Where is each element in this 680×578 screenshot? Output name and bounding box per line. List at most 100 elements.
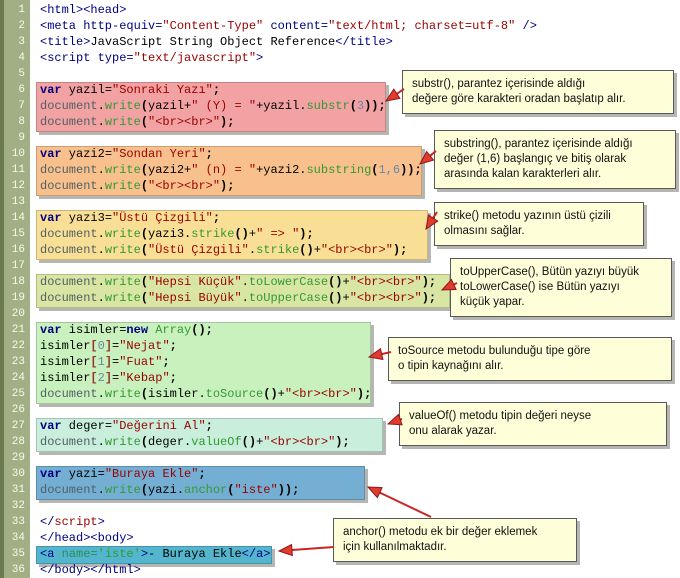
line-number: 14 — [11, 212, 25, 224]
token-plain: yazi3. — [148, 227, 192, 241]
token-str: "<br><br>" — [284, 387, 357, 401]
token-plain: . — [97, 483, 105, 497]
code-text: document.write("Hepsi Büyük".toUpperCase… — [30, 290, 436, 306]
token-plain: . — [248, 243, 257, 257]
token-meth: write — [104, 179, 141, 193]
token-brace: ( — [371, 163, 379, 177]
line-number: 12 — [11, 180, 25, 192]
token-brace: () — [241, 435, 257, 449]
code-text: <title>JavaScript String Object Referenc… — [30, 34, 393, 50]
token-str: "Hepsi Küçük" — [148, 275, 242, 289]
case-box — [36, 274, 450, 308]
token-kw: new — [126, 323, 149, 337]
token-brace: ( — [140, 483, 149, 497]
code-text: <meta http-equiv="Content-Type" content=… — [30, 18, 537, 34]
token-brace: ); — [392, 243, 408, 257]
token-meth: valueOf — [191, 435, 242, 449]
code-line: 29 — [0, 450, 680, 466]
line-number: 17 — [11, 260, 25, 272]
token-brk: ] — [104, 355, 113, 369]
token-tag: <html><head> — [40, 3, 127, 17]
token-plain: +yazil. — [256, 99, 307, 113]
token-plain: + — [248, 227, 257, 241]
token-brace: ); — [421, 275, 437, 289]
callout-anchor: anchor() metodu ek bir değer eklemek içi… — [333, 518, 577, 562]
token-tag: <a — [40, 547, 62, 561]
token-tag: /> — [515, 19, 537, 33]
code-line: 9 — [0, 130, 680, 146]
line-number: 28 — [11, 436, 25, 448]
token-brace: ; — [212, 83, 221, 97]
code-line: 13 — [0, 194, 680, 210]
code-text: <html><head> — [30, 2, 126, 18]
token-plain: . — [97, 387, 105, 401]
code-text: var yazi="Buraya Ekle"; — [30, 466, 206, 482]
line-number: 6 — [18, 84, 25, 96]
code-text: var yazi3="Üstü Çizgili"; — [30, 210, 220, 226]
token-meth: substr — [306, 99, 350, 113]
token-brace: () — [328, 275, 343, 289]
code-text: document.write(yazi2+" (n) = "+yazi2.sub… — [30, 162, 422, 178]
token-plain: yazi2+ — [148, 163, 192, 177]
code-text: document.write("Hepsi Küçük".toLowerCase… — [30, 274, 436, 290]
token-meth: substring — [306, 163, 372, 177]
line-number: 9 — [18, 132, 25, 144]
token-str: "<br><br>" — [148, 179, 221, 193]
token-str: "Nejat" — [119, 339, 170, 353]
token-brace: )); — [277, 483, 300, 497]
token-tag: <title> — [40, 35, 91, 49]
token-brace: ; — [212, 211, 221, 225]
line-number: 20 — [11, 308, 25, 320]
token-str: "Fuat" — [119, 355, 163, 369]
token-plain: +yazi2. — [256, 163, 307, 177]
code-text: document.write("Üstü Çizgili".strike()+"… — [30, 242, 407, 258]
token-str: "text/javascript" — [133, 51, 257, 65]
code-line: 17 — [0, 258, 680, 274]
code-line: 4<script type="text/javascript"> — [0, 50, 680, 66]
code-text: document.write(yazi.anchor("iste")); — [30, 482, 299, 498]
code-text: isimler[2]="Kebap"; — [30, 370, 177, 386]
line-number: 21 — [11, 324, 25, 336]
token-num: 2 — [97, 371, 105, 385]
line-number: 33 — [11, 516, 25, 528]
token-plain: = — [112, 355, 120, 369]
token-meth: anchor — [184, 483, 228, 497]
token-tag: </a> — [241, 547, 271, 561]
token-plain: + — [342, 275, 350, 289]
token-brace: (); — [191, 323, 213, 337]
token-plain: = — [112, 371, 120, 385]
token-meth: strike — [256, 243, 300, 257]
token-num: 0 — [97, 339, 105, 353]
token-brace: () — [299, 243, 314, 257]
token-tag: > — [140, 547, 149, 561]
strike-box — [36, 210, 428, 260]
callout-tosource: toSource metodu bulunduğu tipe göre o ti… — [388, 337, 672, 381]
token-brace: () — [234, 227, 249, 241]
token-brace: ( — [140, 243, 149, 257]
code-text: <a name='iste'>- Buraya Ekle</a> — [30, 546, 270, 562]
token-obj: document — [40, 483, 98, 497]
token-str: "Sonraki Yazı" — [112, 83, 213, 97]
token-plain: + — [342, 291, 350, 305]
token-tag: content= — [263, 19, 329, 33]
token-meth: write — [104, 435, 141, 449]
token-num: 1,6 — [378, 163, 401, 177]
token-obj: document — [40, 291, 98, 305]
token-brace: ( — [140, 179, 149, 193]
token-plain: isimler — [40, 371, 91, 385]
line-number: 24 — [11, 372, 25, 384]
token-str: "Content-Type" — [162, 19, 264, 33]
token-tag: <script type= — [40, 51, 134, 65]
substring-box — [36, 146, 422, 196]
line-number: 26 — [11, 404, 25, 416]
code-line: 32 — [0, 498, 680, 514]
callout-case: toUpperCase(), Bütün yazıyı büyük toLowe… — [450, 258, 672, 317]
